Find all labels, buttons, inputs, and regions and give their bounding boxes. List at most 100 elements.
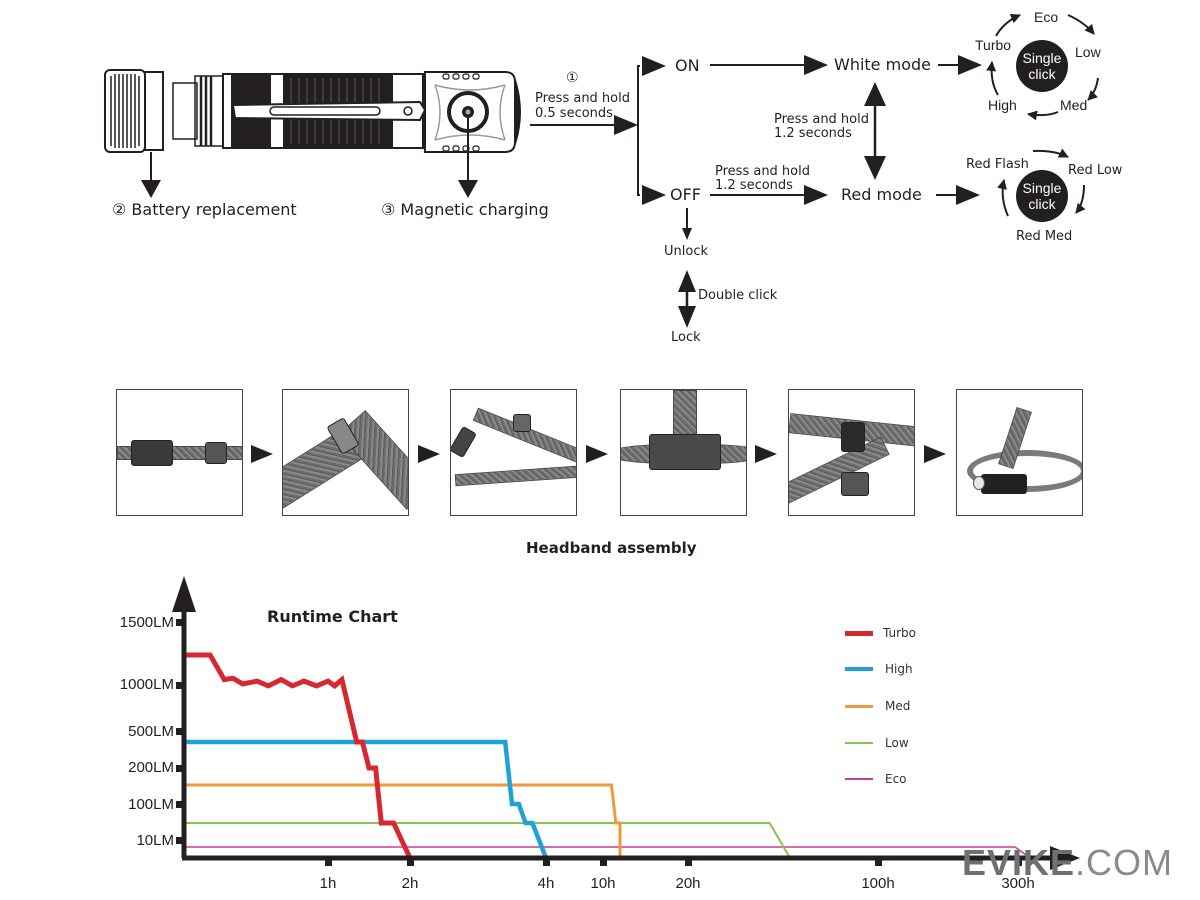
magnetic-charging-label: ③ Magnetic charging: [381, 200, 549, 219]
legend-label: Med: [885, 699, 911, 713]
headband-step-2: [282, 389, 409, 516]
red-cycle-single-click-disc: Single click: [1016, 170, 1068, 222]
single-click-line2: click: [1028, 196, 1056, 212]
off-to-red-hint-line1: Press and hold: [715, 164, 810, 179]
y-tick-mark: [176, 765, 182, 772]
headband-assembly-title: Headband assembly: [526, 539, 697, 557]
step-arrow-icon: [418, 445, 440, 463]
y-tick-label: 500LM: [128, 723, 174, 740]
step-arrow-icon: [755, 445, 777, 463]
press-hold-05-line1: Press and hold: [535, 91, 630, 106]
x-tick-mark: [543, 858, 550, 866]
switch-hint-line1: Press and hold: [774, 112, 869, 127]
legend-label: Eco: [885, 772, 907, 786]
x-tick-label: 4h: [537, 875, 555, 892]
cycle-mode-med: Med: [1060, 97, 1088, 113]
x-tick-label: 300h: [1001, 875, 1035, 892]
y-tick-label: 100LM: [128, 796, 174, 813]
tail-cap: [104, 69, 164, 153]
x-tick-mark: [1015, 858, 1022, 866]
cycle-mode-red-med: Red Med: [1016, 229, 1073, 244]
arrow-right-icon: [804, 185, 828, 205]
y-tick-label: 10LM: [136, 832, 174, 849]
headband-step-1: [116, 389, 243, 516]
lock-label: Lock: [671, 330, 701, 345]
x-tick-mark: [685, 858, 692, 866]
x-tick-label: 1h: [319, 875, 337, 892]
single-click-line2: click: [1028, 66, 1056, 82]
runtime-chart: [172, 576, 1080, 870]
legend-swatch: [845, 778, 873, 780]
step-arrow-icon: [924, 445, 946, 463]
cycle-mode-red-low: Red Low: [1068, 163, 1123, 178]
arrow-down-icon: [678, 306, 696, 328]
pocket-clip: [231, 100, 427, 122]
battery-replacement-label: ② Battery replacement: [112, 200, 297, 219]
legend-swatch: [845, 742, 873, 744]
white-cycle-single-click-disc: Single click: [1016, 40, 1068, 92]
step-arrow-icon: [586, 445, 608, 463]
switch-hint-line2: 1.2 seconds: [774, 126, 852, 141]
arrow-right-icon: [642, 56, 666, 76]
series-line-low: [186, 822, 791, 859]
y-axis-arrow-icon: [172, 576, 196, 612]
arrow-up-icon: [678, 270, 696, 292]
legend-label: Turbo: [883, 626, 917, 640]
evike-watermark: EVIKE.COM: [962, 842, 1173, 884]
series-line-med: [186, 783, 622, 858]
legend-swatch: [845, 704, 873, 708]
arrow-up-icon: [864, 82, 886, 106]
legend-label: Low: [885, 736, 909, 750]
chart-title: Runtime Chart: [267, 607, 398, 626]
x-tick-mark: [875, 858, 882, 866]
flow-connectors: [530, 14, 1099, 328]
cycle-mode-eco: Eco: [1034, 9, 1059, 25]
single-click-line1: Single: [1022, 180, 1062, 196]
x-tick-label: 100h: [861, 875, 895, 892]
legend-item-low: Low: [845, 736, 909, 750]
y-tick-label: 1500LM: [119, 614, 174, 631]
flashlight-head: [424, 71, 521, 153]
legend-item-turbo: Turbo: [845, 626, 916, 640]
headband-step-3: [450, 389, 577, 516]
watermark-bold: EVIKE: [962, 842, 1076, 883]
x-tick-label: 2h: [401, 875, 419, 892]
series-line-high: [186, 739, 549, 859]
series-line-turbo: [186, 652, 413, 860]
double-click-hint: Double click: [698, 288, 778, 303]
headband-step-5: [788, 389, 915, 516]
step-1-number: ①: [566, 70, 579, 86]
step-arrow-icon: [251, 445, 273, 463]
legend-item-high: High: [845, 662, 913, 676]
x-tick-label: 20h: [675, 875, 701, 892]
legend-swatch: [845, 630, 873, 636]
unlock-label: Unlock: [664, 244, 708, 259]
arrow-right-icon: [614, 115, 638, 135]
y-tick-mark: [176, 837, 182, 844]
single-click-line1: Single: [1022, 50, 1062, 66]
cycle-mode-turbo: Turbo: [975, 37, 1012, 53]
y-tick-mark: [176, 682, 182, 689]
arrow-down-icon: [864, 156, 886, 180]
x-tick-label: 10h: [590, 875, 616, 892]
legend-item-med: Med: [845, 699, 910, 713]
on-state-label: ON: [675, 56, 700, 75]
flashlight-illustration: [104, 69, 521, 198]
x-tick-mark: [325, 858, 332, 866]
legend-item-eco: Eco: [845, 772, 907, 786]
headband-step-4: [620, 389, 747, 516]
x-tick-mark: [600, 858, 607, 866]
arrow-right-icon: [958, 55, 982, 75]
headband-step-6: [956, 389, 1083, 516]
cycle-mode-red-flash: Red Flash: [966, 157, 1029, 172]
arrow-right-icon: [956, 185, 980, 205]
arrow-right-icon: [642, 185, 666, 205]
off-to-red-hint-line2: 1.2 seconds: [715, 178, 793, 193]
y-tick-mark: [176, 801, 182, 808]
off-state-label: OFF: [670, 185, 701, 204]
white-cycle-arrows: [986, 14, 1099, 121]
cycle-mode-high: High: [988, 97, 1017, 113]
x-axis-arrow-icon: [1050, 846, 1080, 870]
legend-swatch: [845, 667, 873, 671]
white-mode-label: White mode: [834, 55, 931, 74]
